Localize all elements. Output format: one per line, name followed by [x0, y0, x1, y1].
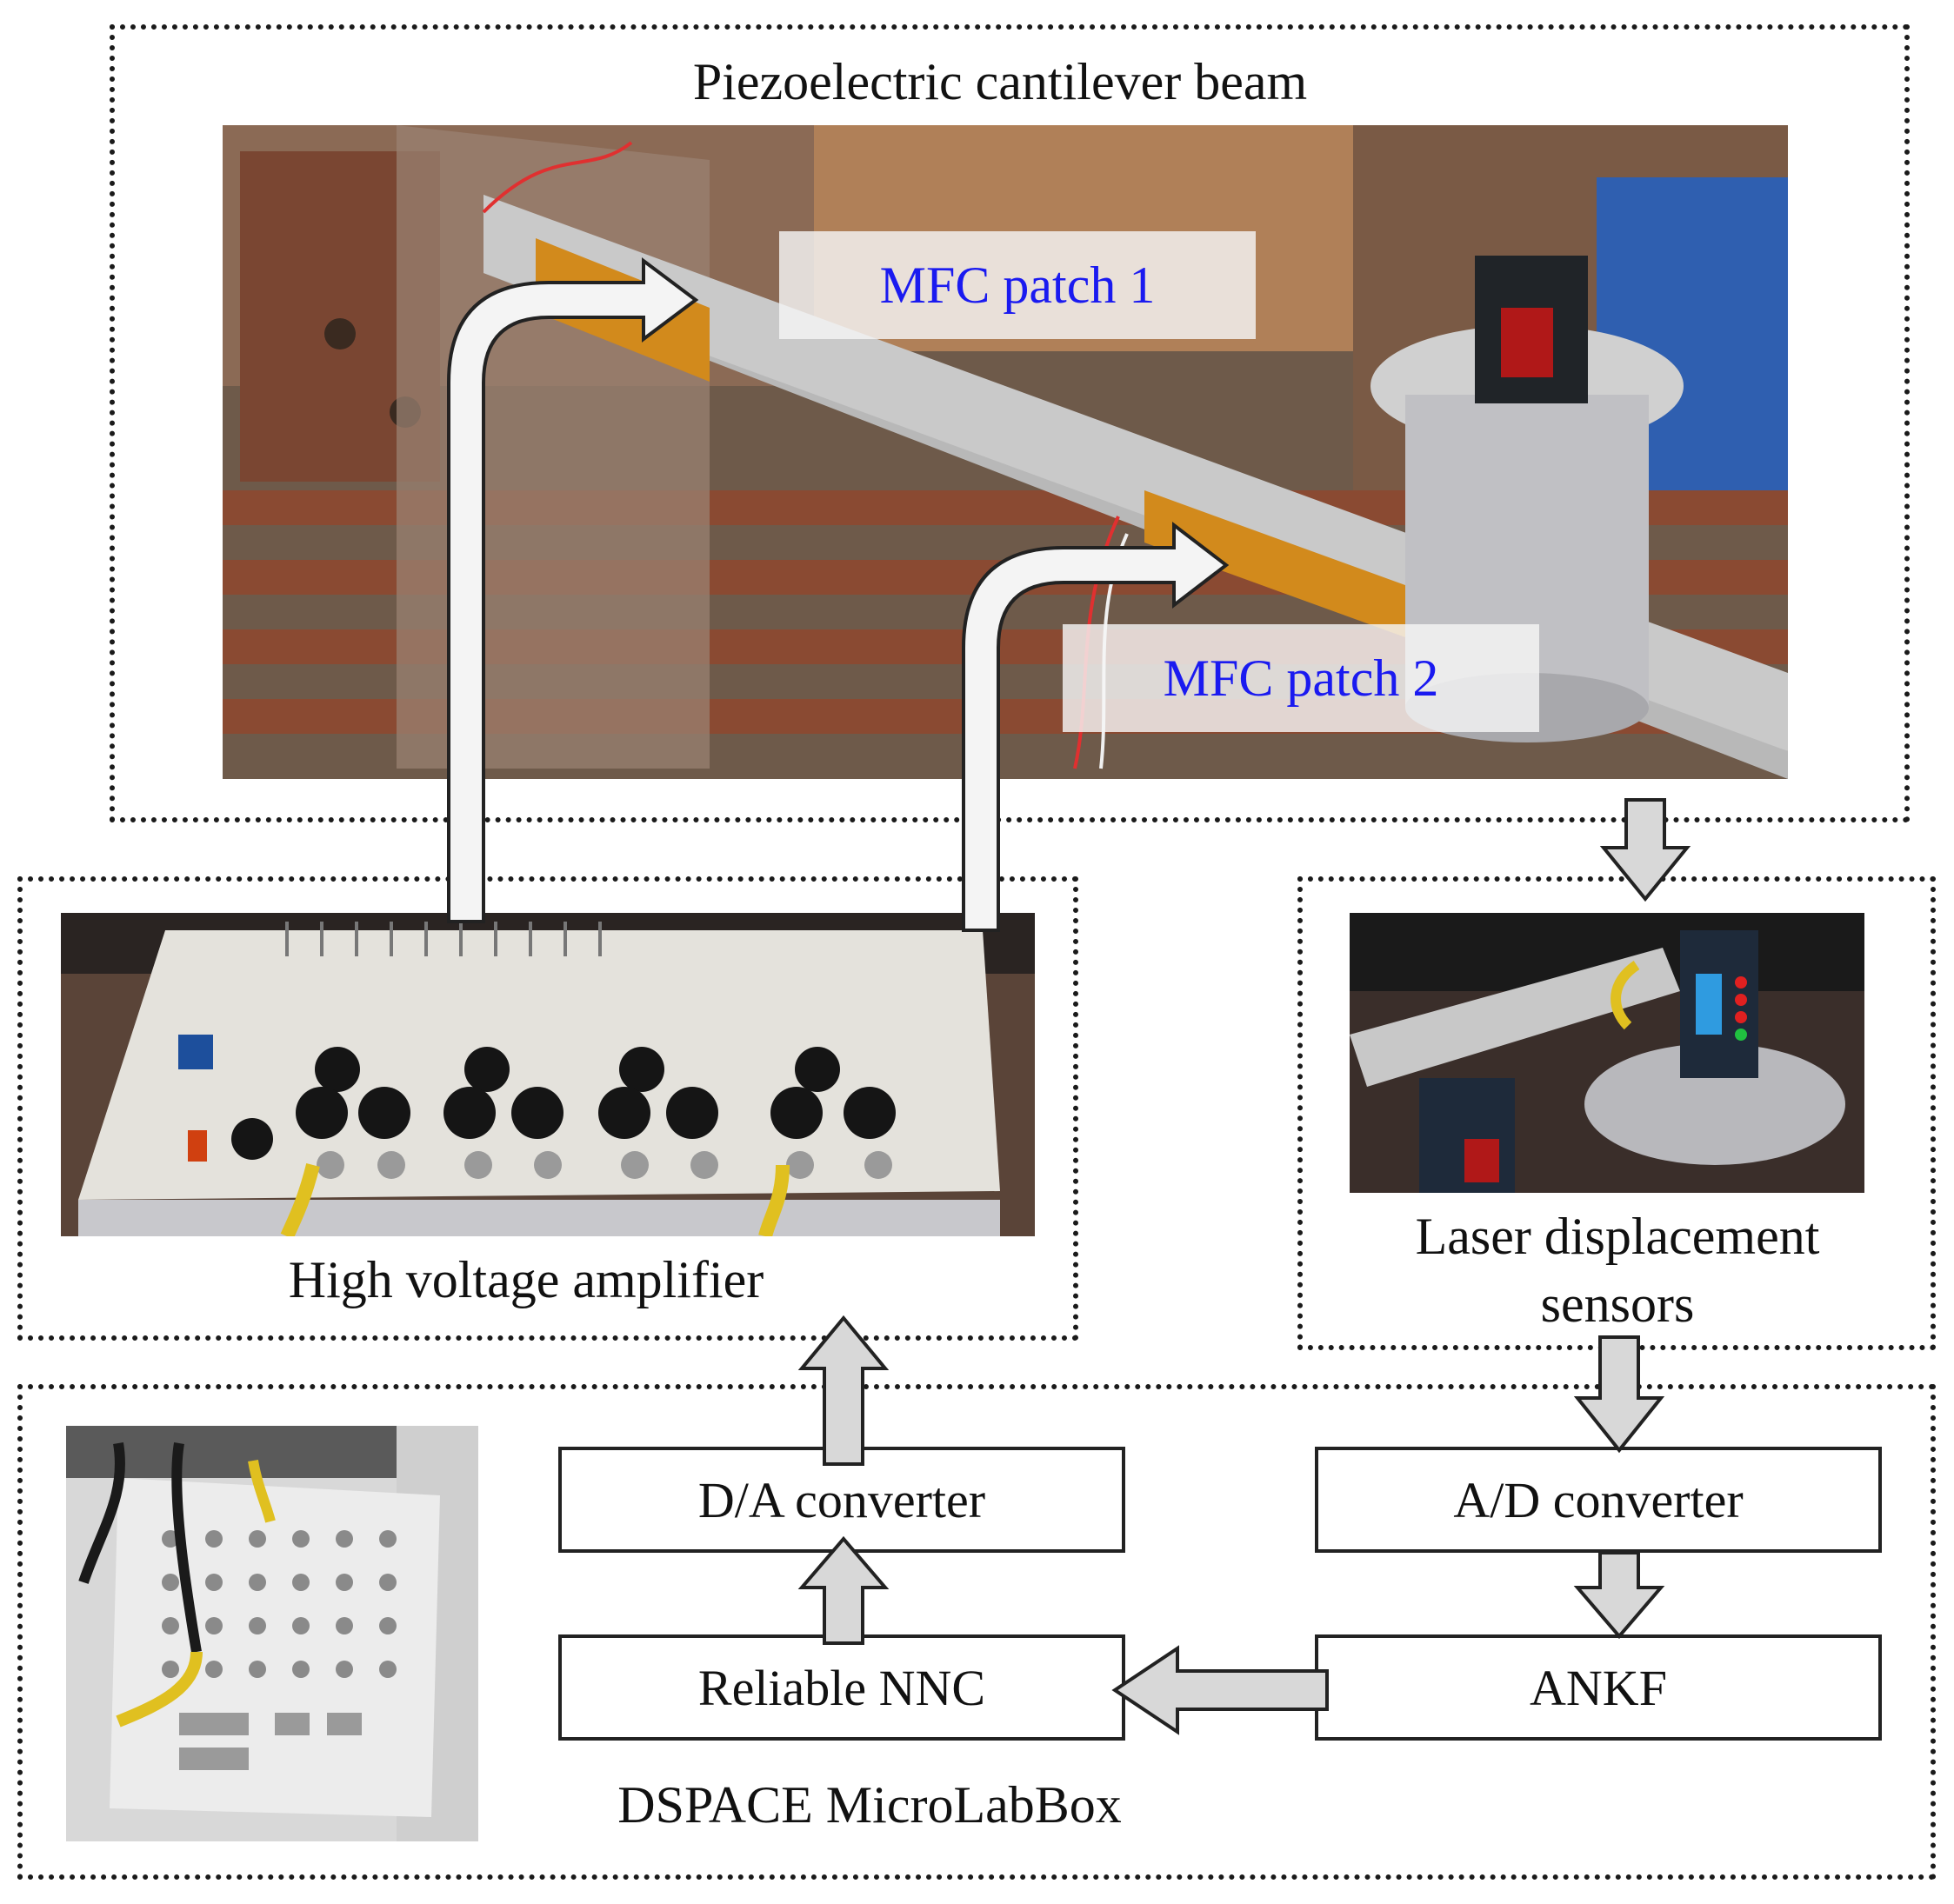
- arrow-ankf-to-nnc: [1111, 1645, 1329, 1735]
- dspace-group-title: DSPACE MicroLabBox: [617, 1776, 1122, 1834]
- amplifier-group-title: High voltage amplifier: [288, 1251, 764, 1308]
- dspace-group: [17, 1384, 1936, 1880]
- curved-arrow-to-patch-2: [962, 521, 1230, 932]
- dspace-photo: [66, 1426, 478, 1841]
- arrow-nnc-to-da: [797, 1535, 890, 1645]
- reliable-nnc-block: Reliable NNC: [558, 1634, 1125, 1741]
- amplifier-group: [17, 876, 1078, 1341]
- sensors-group-title-line1: Laser displacement: [1415, 1208, 1820, 1265]
- amplifier-photo: [61, 913, 1035, 1236]
- amplifier-photo-illustration: [61, 913, 1035, 1236]
- sensors-group-title-line2: sensors: [1540, 1275, 1695, 1333]
- mfc-patch-2-label: MFC patch 2: [1063, 624, 1539, 732]
- arrow-beam-to-sensors: [1599, 798, 1691, 902]
- mfc-patch-1-label: MFC patch 1: [779, 231, 1256, 339]
- arrow-da-to-amplifier: [797, 1315, 890, 1466]
- arrow-sensors-to-ad: [1573, 1335, 1665, 1454]
- dspace-photo-illustration: [66, 1426, 478, 1841]
- beam-group: [110, 24, 1910, 822]
- sensors-photo: [1350, 913, 1864, 1193]
- sensors-photo-illustration: [1350, 913, 1864, 1193]
- beam-group-title: Piezoelectric cantilever beam: [692, 53, 1308, 110]
- arrow-ad-to-ankf: [1573, 1551, 1665, 1640]
- curved-arrow-to-patch-1: [447, 257, 699, 923]
